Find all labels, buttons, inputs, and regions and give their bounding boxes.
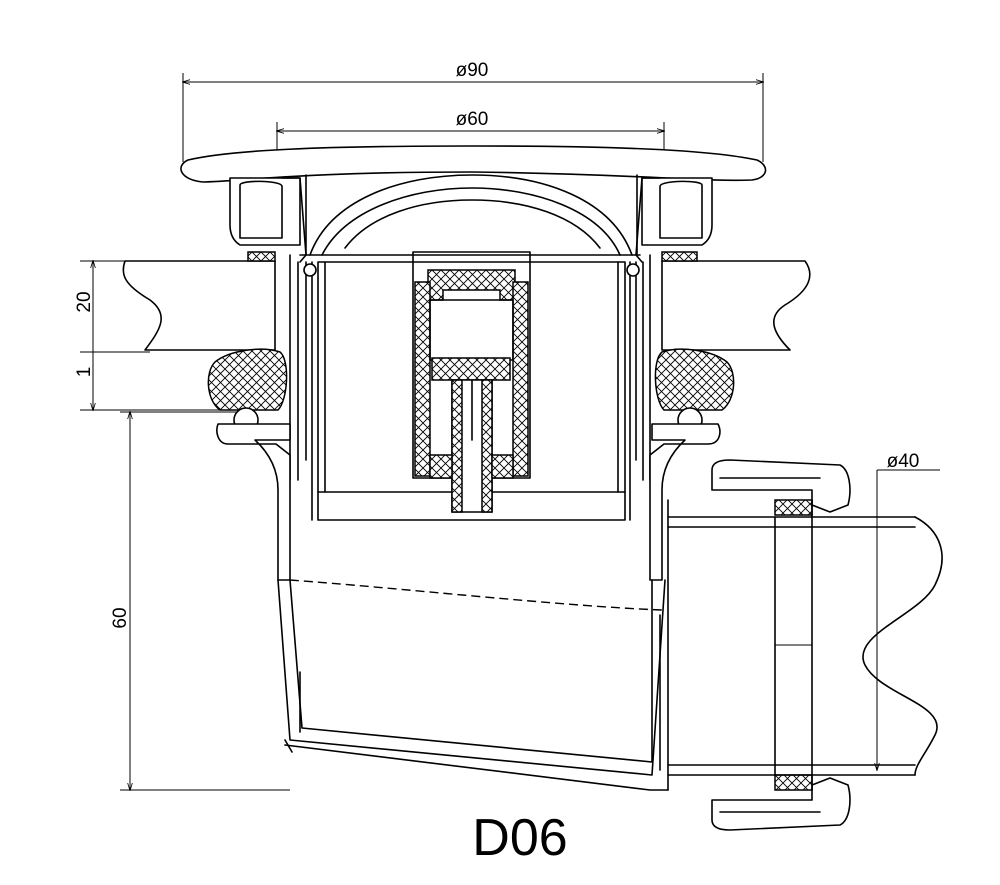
flange-right	[635, 177, 713, 263]
flange-left	[229, 177, 307, 263]
basin-slab	[122, 251, 811, 351]
central-plunger	[412, 251, 531, 513]
dim-inner-diameter: ø60	[456, 109, 489, 130]
lower-body	[277, 579, 669, 791]
dim-thickness-lower: 1	[74, 367, 95, 378]
dim-body-height: 60	[110, 607, 131, 628]
outlet-pipe	[667, 459, 943, 831]
gasket-left	[207, 348, 288, 433]
dim-outlet-diameter: ø40	[887, 451, 920, 472]
gasket-right	[654, 348, 735, 433]
top-cover	[180, 145, 767, 256]
body-walls	[289, 254, 651, 521]
dimension-lines	[80, 73, 940, 790]
dim-outer-diameter: ø90	[456, 60, 489, 81]
dim-thickness-upper: 20	[74, 291, 95, 312]
model-code: D06	[472, 809, 568, 867]
